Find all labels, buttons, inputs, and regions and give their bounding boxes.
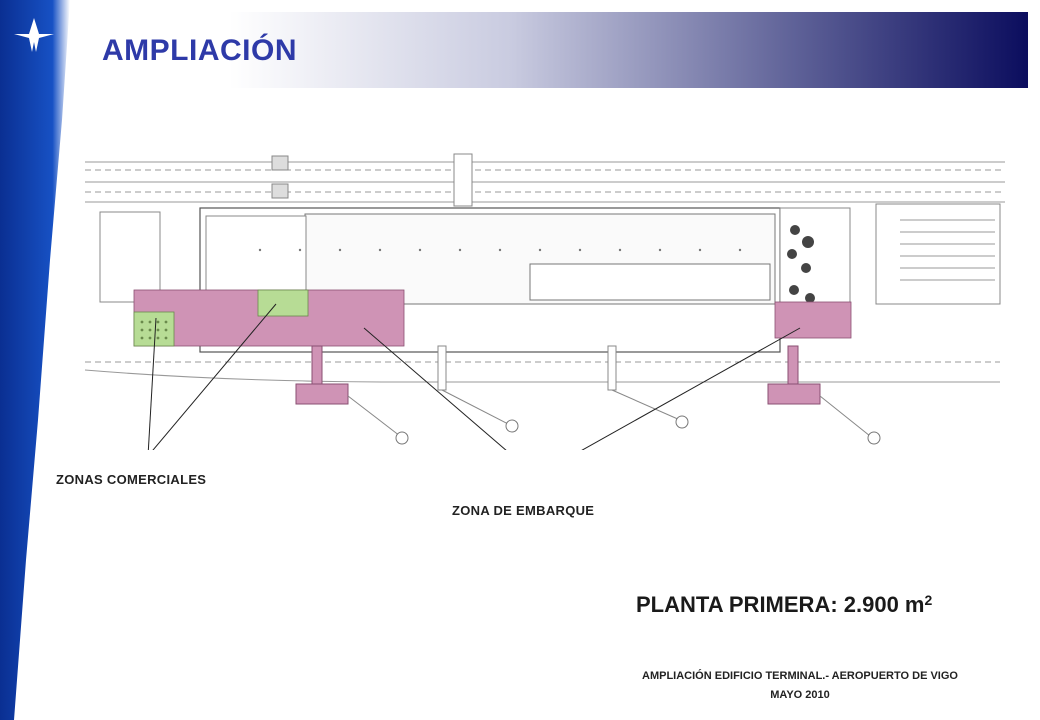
roof-hatch-1 — [271, 155, 289, 171]
left-block — [99, 211, 161, 303]
footer-date: MAYO 2010 — [770, 689, 830, 701]
pier-1 — [295, 345, 349, 405]
aircraft-stands — [395, 415, 881, 445]
floor-plan — [84, 153, 1005, 450]
boarding-zone-label: ZONA DE EMBARQUE — [452, 503, 595, 518]
inner-hall — [529, 263, 771, 301]
parking-stripes — [900, 219, 995, 281]
column-grid — [258, 248, 742, 252]
commercial-grid — [140, 320, 168, 340]
roof-hatch-2 — [271, 183, 289, 199]
area-unit-superscript: 2 — [924, 592, 933, 608]
pier-2 — [767, 345, 821, 405]
jet-bridges — [347, 389, 871, 437]
commercial-zones-label: ZONAS COMERCIALES — [56, 472, 207, 487]
airport-logo-icon — [14, 18, 54, 52]
trees — [787, 225, 815, 303]
leader-lines — [147, 303, 801, 450]
footer-project-title: AMPLIACIÓN EDIFICIO TERMINAL.- AEROPUERT… — [642, 670, 958, 682]
left-blue-stripe — [0, 0, 70, 720]
floor-area-text: PLANTA PRIMERA: 2.900 m — [636, 592, 925, 617]
header-band — [88, 12, 1028, 88]
commercial-zone — [133, 289, 309, 347]
central-pylon — [453, 153, 473, 207]
parking-lot — [875, 203, 1001, 305]
road-lines — [84, 161, 1005, 383]
pier-3 — [437, 345, 617, 391]
page-title: AMPLIACIÓN — [102, 34, 297, 67]
floor-area-summary: PLANTA PRIMERA: 2.900 m2 — [636, 592, 932, 618]
